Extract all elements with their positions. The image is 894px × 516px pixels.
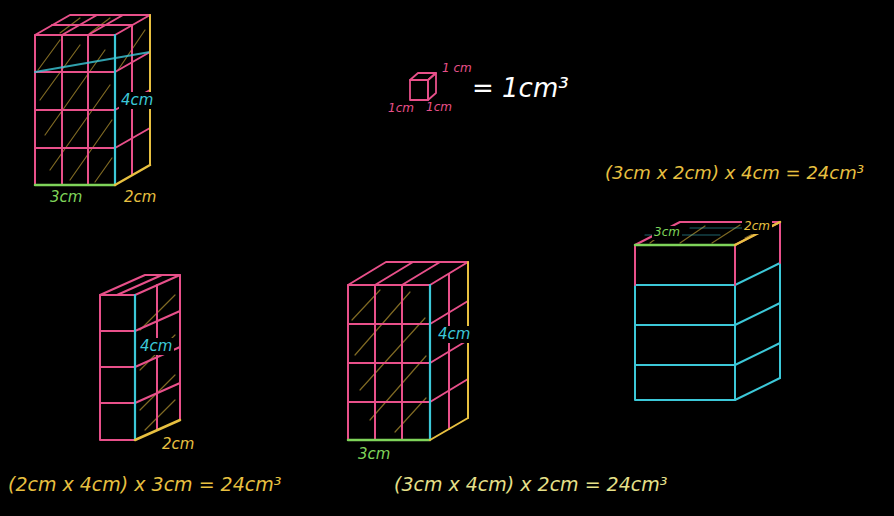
dimension-label: 2cm [742,220,772,234]
dimension-label: 1 cm [440,62,474,76]
dimension-label: 2cm [160,436,196,453]
formula-label: (3cm x 4cm) x 2cm = 24cm³ [392,474,669,496]
equation-label: = 1cm³ [470,74,571,104]
dimension-label: 4cm [138,338,174,355]
dimension-label: 1cm [424,101,454,115]
dimension-label: 3cm [652,226,682,240]
prism-2-4 [100,275,180,440]
formula-label: (3cm x 2cm) x 4cm = 24cm³ [603,163,866,184]
dimension-label: 1cm [386,102,416,116]
formula-label: (2cm x 4cm) x 3cm = 24cm³ [6,474,283,496]
unit-cube [410,73,436,100]
dimension-label: 4cm [119,92,155,109]
prism-layers [635,222,780,400]
dimension-label: 3cm [48,189,84,206]
dimension-label: 3cm [356,446,392,463]
dimension-label: 2cm [122,189,158,206]
prism-3-4 [348,262,468,440]
dimension-label: 4cm [436,326,472,343]
